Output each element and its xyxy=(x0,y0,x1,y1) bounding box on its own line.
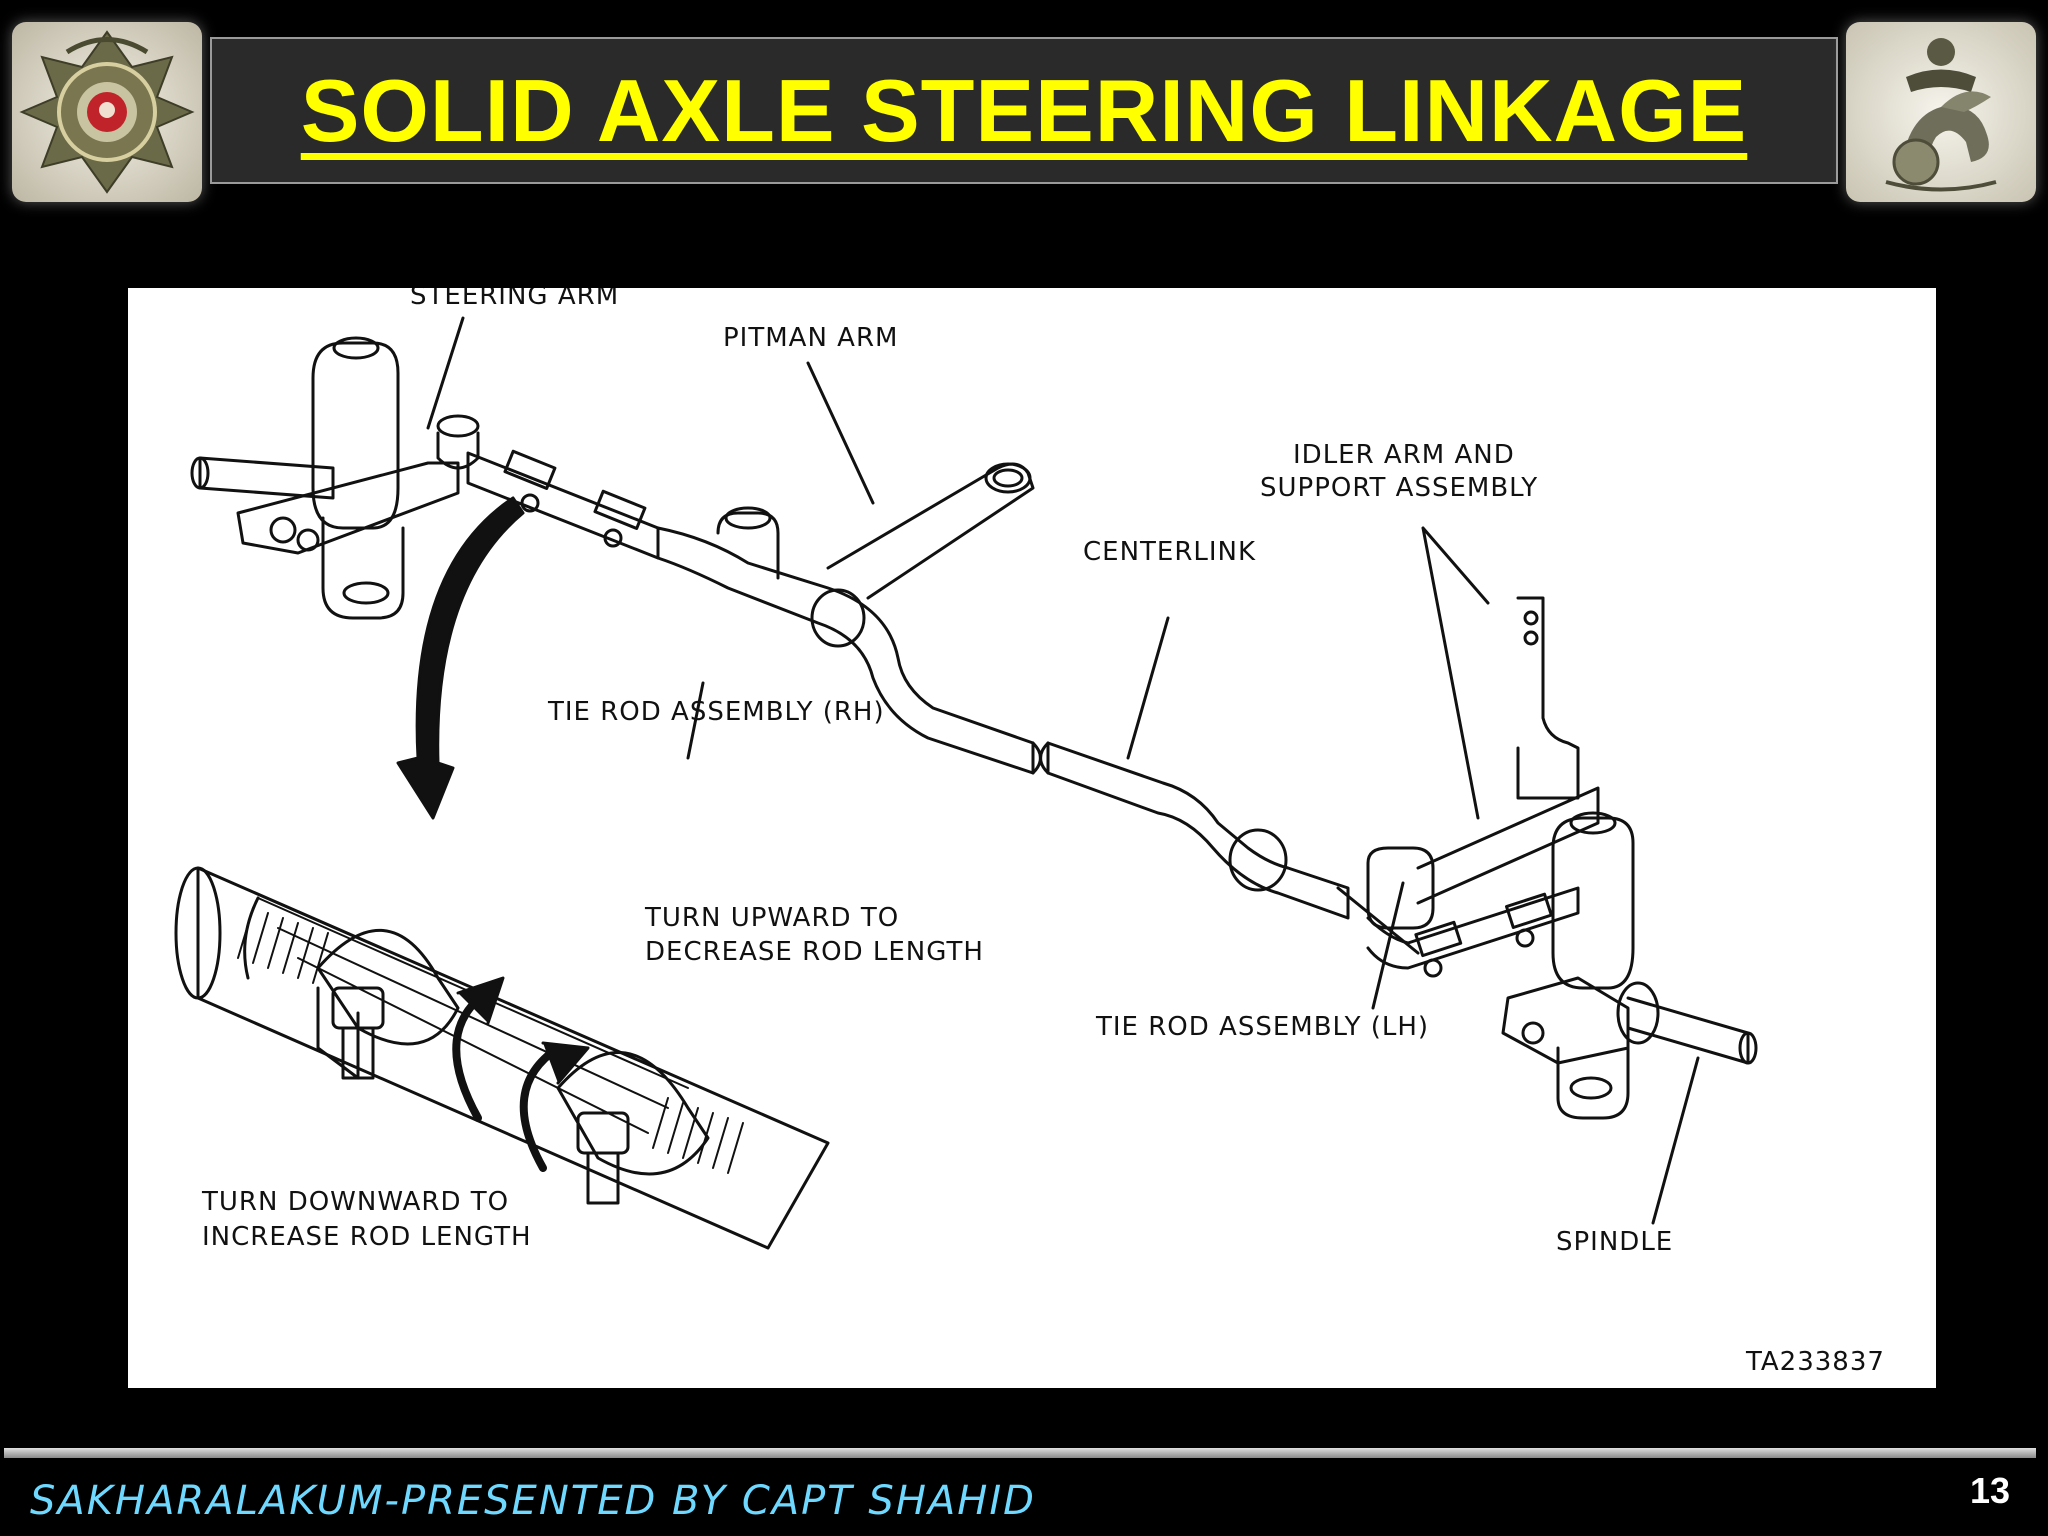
label-turn-upward-line2: DECREASE ROD LENGTH xyxy=(645,937,984,967)
label-centerlink: CENTERLINK xyxy=(1083,537,1256,567)
clamp-right xyxy=(556,1050,710,1176)
idler-arm xyxy=(1416,786,1600,905)
spindle xyxy=(1626,996,1750,1065)
steering-linkage-diagram: STEERING ARM PITMAN ARM IDLER ARM AND SU… xyxy=(128,288,1936,1388)
idler-ball-joint xyxy=(1228,828,1288,892)
slide-title: SOLID AXLE STEERING LINKAGE xyxy=(300,60,1748,160)
left-spindle-shaft xyxy=(198,456,335,500)
diagram-drawing: STEERING ARM PITMAN ARM IDLER ARM AND SU… xyxy=(174,288,1885,1377)
tie-rod-rh-leader xyxy=(686,681,705,760)
left-knuckle-lower xyxy=(321,516,405,620)
footer-presenter-text: SAKHARALAKUM-PRESENTED BY CAPT SHAHID xyxy=(30,1478,1036,1524)
label-idler-arm-line1: IDLER ARM AND xyxy=(1293,440,1515,470)
right-emblem-logo xyxy=(1846,22,2036,202)
curved-arrow-icon xyxy=(396,496,525,820)
label-idler-arm-line2: SUPPORT ASSEMBLY xyxy=(1260,473,1538,503)
title-banner: SOLID AXLE STEERING LINKAGE xyxy=(210,37,1838,184)
rotate-down-arrow-icon xyxy=(519,1044,562,1172)
label-tie-rod-rh: TIE ROD ASSEMBLY (RH) xyxy=(547,697,885,727)
left-knuckle-upper xyxy=(311,341,400,530)
right-knuckle-upper xyxy=(1551,816,1635,990)
tie-rod-rh xyxy=(466,451,660,560)
label-turn-upward-line1: TURN UPWARD TO xyxy=(644,903,899,933)
footer-divider xyxy=(4,1448,2036,1458)
pitman-ball-joint xyxy=(810,588,866,648)
right-steering-arm xyxy=(1501,976,1630,1065)
label-spindle: SPINDLE xyxy=(1556,1227,1673,1257)
tie-rod-lh-leader xyxy=(1371,881,1405,1010)
left-spindle-end xyxy=(190,456,210,490)
idler-support-bracket xyxy=(1516,596,1580,800)
steering-arm-leader xyxy=(426,316,465,430)
clamp-left xyxy=(316,929,460,1046)
idler-arm-leader xyxy=(1421,526,1490,820)
label-tie-rod-lh: TIE ROD ASSEMBLY (LH) xyxy=(1095,1012,1429,1042)
centerlink-right xyxy=(1046,741,1350,920)
label-steering-arm: STEERING ARM xyxy=(410,288,619,311)
label-pitman-arm: PITMAN ARM xyxy=(723,323,898,353)
centerlink-left xyxy=(656,526,1035,775)
left-emblem-logo xyxy=(12,22,202,202)
steering-arm xyxy=(236,461,460,555)
page-number: 13 xyxy=(1969,1470,2010,1511)
label-figure-id: TA233837 xyxy=(1745,1347,1885,1377)
centerlink-leader xyxy=(1126,616,1170,760)
label-turn-downward-line2: INCREASE ROD LENGTH xyxy=(202,1222,532,1252)
label-turn-downward-line1: TURN DOWNWARD TO xyxy=(201,1187,509,1217)
spindle-leader xyxy=(1651,1056,1700,1225)
tie-rod-lh xyxy=(1366,886,1580,970)
pitman-arm-leader xyxy=(806,361,875,505)
